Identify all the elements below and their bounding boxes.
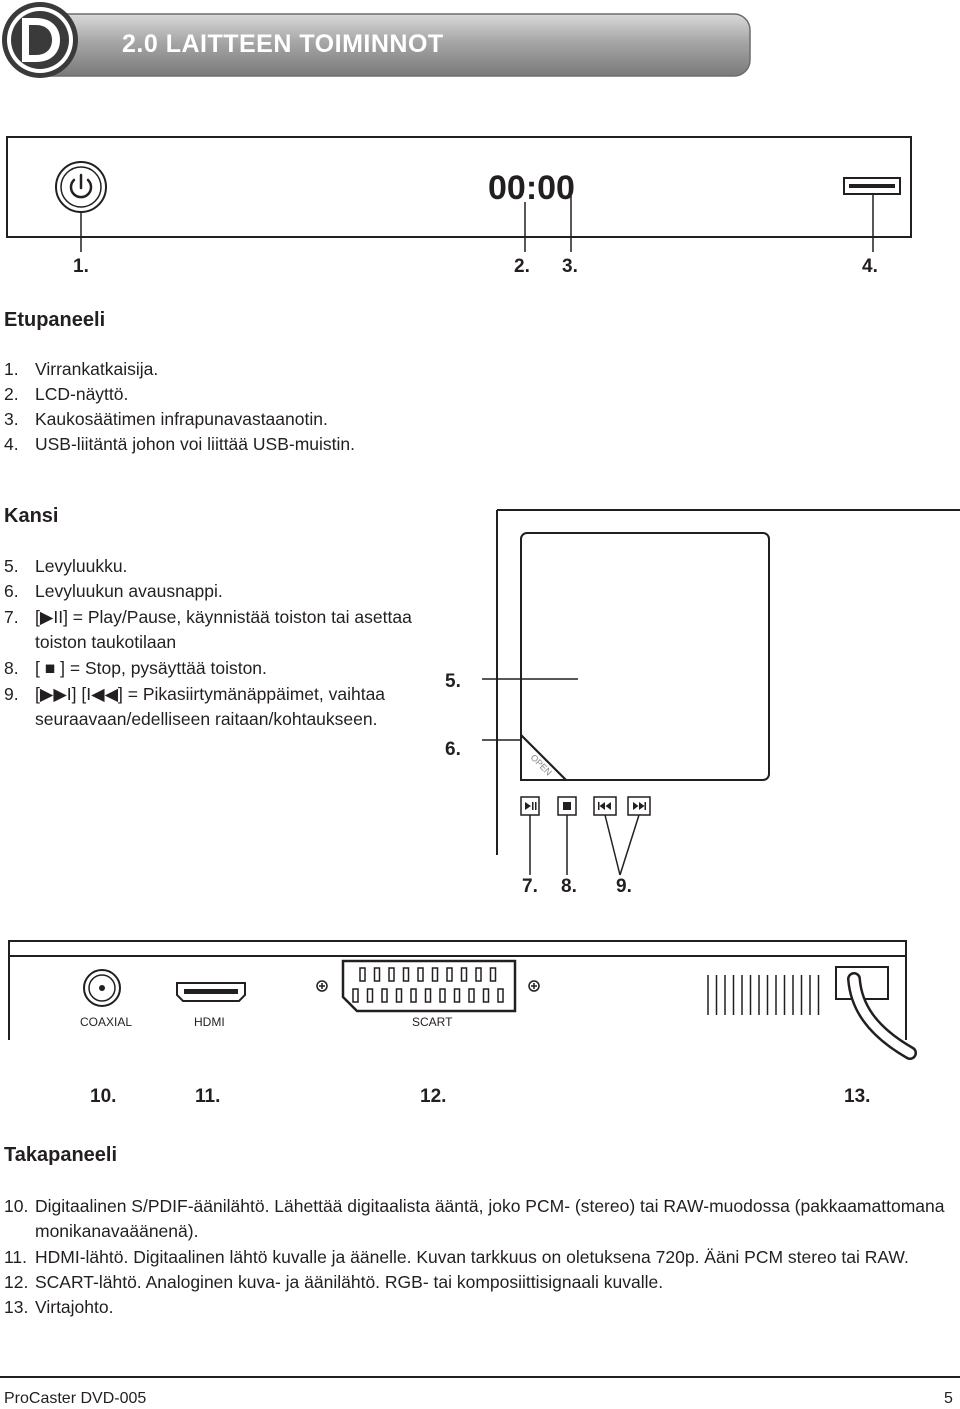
callout-11: 11. bbox=[195, 1086, 221, 1107]
callout-7: 7. bbox=[522, 876, 538, 897]
screw-icon bbox=[316, 980, 328, 992]
rear-panel-heading: Takapaneeli bbox=[4, 1144, 118, 1166]
callout-5: 5. bbox=[445, 671, 461, 692]
power-button-icon bbox=[55, 161, 107, 213]
footer-product: ProCaster DVD-005 bbox=[4, 1390, 147, 1407]
previous-button-icon bbox=[593, 796, 617, 816]
callout-3: 3. bbox=[562, 256, 578, 277]
cover-list: 5.Levyluukku. 6.Levyluukun avausnappi. 7… bbox=[4, 555, 444, 735]
vent-grille bbox=[707, 975, 820, 1015]
stop-icon: ■ bbox=[44, 658, 56, 678]
header-banner bbox=[2, 2, 751, 78]
previous-icon: ◀◀ bbox=[91, 684, 119, 704]
callout-9: 9. bbox=[616, 876, 632, 897]
hdmi-port-icon bbox=[176, 982, 246, 1002]
coaxial-label: COAXIAL bbox=[80, 1015, 133, 1029]
screw-icon bbox=[528, 980, 540, 992]
callout-6: 6. bbox=[445, 739, 461, 760]
callout-8: 8. bbox=[561, 876, 577, 897]
scart-label: SCART bbox=[412, 1015, 453, 1029]
rear-panel-diagram bbox=[8, 940, 917, 1060]
list-item: 9. [▶▶I] [I◀◀] = Pikasiirtymänäppäimet, … bbox=[4, 684, 386, 729]
logo-icon bbox=[2, 2, 78, 78]
coaxial-port-icon bbox=[83, 969, 121, 1007]
stop-button-icon bbox=[557, 796, 577, 816]
next-icon: ▶▶ bbox=[39, 684, 67, 704]
callout-2: 2. bbox=[514, 256, 530, 277]
footer-divider bbox=[0, 1376, 960, 1378]
page-title: 2.0 LAITTEEN TOIMINNOT bbox=[122, 30, 444, 58]
next-button-icon bbox=[627, 796, 651, 816]
cover-heading: Kansi bbox=[4, 505, 59, 527]
rear-panel-list: 10. Digitaalinen S/PDIF-äänilähtö. Lähet… bbox=[4, 1195, 954, 1325]
callout-1: 1. bbox=[73, 256, 89, 277]
front-panel-diagram: 00:00 bbox=[6, 136, 912, 252]
usb-port-icon bbox=[843, 177, 901, 195]
list-item: 10. Digitaalinen S/PDIF-äänilähtö. Lähet… bbox=[4, 1196, 945, 1241]
callout-12: 12. bbox=[420, 1086, 447, 1107]
hdmi-label: HDMI bbox=[194, 1015, 225, 1029]
list-item: 7. [▶II] = Play/Pause, käynnistää toisto… bbox=[4, 607, 412, 652]
front-panel-heading: Etupaneeli bbox=[4, 309, 106, 331]
scart-port-icon bbox=[341, 959, 517, 1013]
callout-10: 10. bbox=[90, 1086, 117, 1107]
power-cord-icon bbox=[835, 966, 917, 1060]
callout-4: 4. bbox=[862, 256, 878, 277]
front-panel-list: 1.Virrankatkaisija. 2.LCD-näyttö. 3.Kauk… bbox=[4, 359, 355, 454]
play-icon: ▶ bbox=[39, 607, 54, 627]
cover-diagram: OPEN bbox=[482, 509, 960, 876]
play-pause-button-icon bbox=[520, 796, 540, 816]
callout-13: 13. bbox=[844, 1086, 871, 1107]
lcd-display: 00:00 bbox=[488, 169, 575, 207]
page-number: 5 bbox=[944, 1390, 953, 1407]
